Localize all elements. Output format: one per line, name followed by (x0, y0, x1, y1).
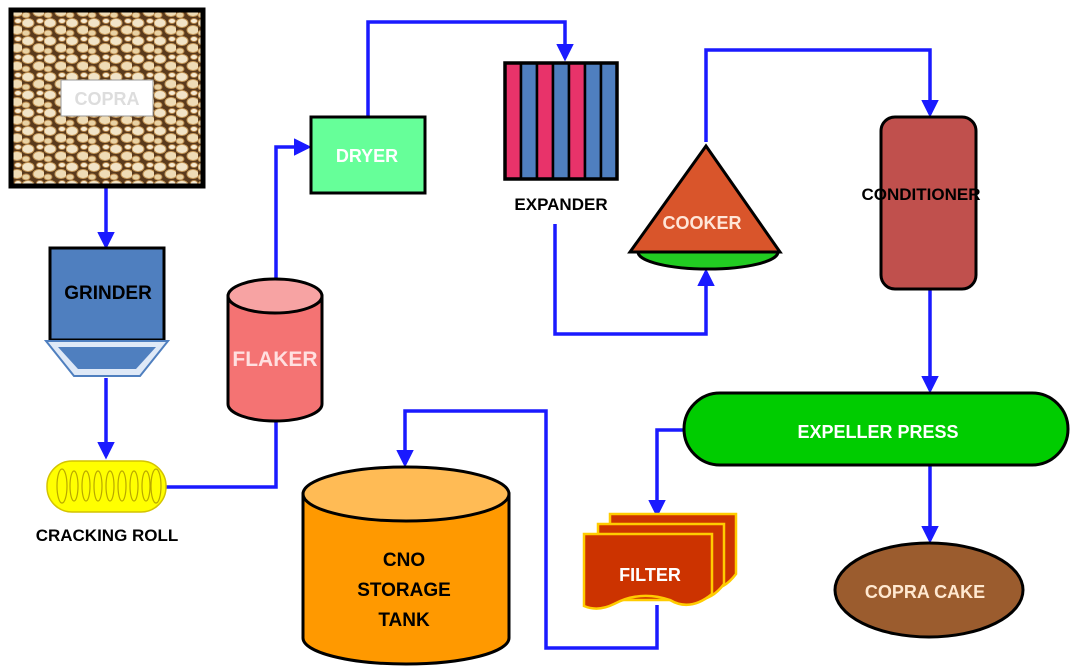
arrow-dryer-to-expander (366, 20, 574, 118)
arrow-filter-to-tank (396, 409, 659, 650)
conditioner-node: CONDITIONER (862, 115, 981, 291)
dryer-label: DRYER (336, 146, 398, 166)
storage-tank-label-line1: CNO (383, 550, 425, 571)
storage-tank-node: CNO STORAGE TANK (301, 465, 511, 666)
expander-label: EXPANDER (514, 195, 607, 214)
expeller-press-label: EXPELLER PRESS (797, 422, 958, 442)
arrow-flaker-to-dryer (274, 138, 312, 280)
expeller-press-shape (682, 391, 1070, 467)
filter-node: FILTER (582, 512, 738, 610)
copra-label-box (60, 79, 154, 117)
arrow-cooker-to-conditioner (704, 48, 939, 142)
arrow-expander-to-cooker (553, 224, 715, 336)
copra-node: COPRA (8, 7, 206, 189)
flaker-label: FLAKER (232, 348, 317, 371)
filter-label: FILTER (619, 565, 681, 585)
grinder-body (48, 246, 166, 342)
dryer-node: DRYER (309, 115, 427, 195)
copra-cake-shape (833, 541, 1025, 639)
flaker-node: FLAKER (226, 277, 324, 423)
grinder-node: GRINDER (43, 246, 171, 377)
conditioner-label: CONDITIONER (862, 185, 981, 204)
copra-cake-label: COPRA CAKE (865, 582, 985, 602)
storage-tank-label-line3: TANK (378, 610, 430, 631)
cooker-node: COOKER (627, 143, 783, 271)
cracking-roll-node: CRACKING ROLL (36, 460, 179, 545)
cracking-roll-ridges (56, 468, 162, 504)
filter-shape (582, 532, 714, 610)
conditioner-shape (879, 115, 978, 291)
arrow-cracking-roll-to-flaker (165, 420, 278, 489)
flaker-top (226, 277, 324, 315)
connectors (97, 20, 939, 650)
cooker-base (636, 250, 780, 271)
storage-tank-top (301, 465, 511, 523)
cooker-label: COOKER (662, 213, 741, 233)
arrow-expeller-to-filter (648, 428, 686, 518)
expander-shape (503, 61, 619, 181)
dryer-shape (309, 115, 427, 195)
cracking-roll-label: CRACKING ROLL (36, 526, 179, 545)
expeller-press-node: EXPELLER PRESS (682, 391, 1070, 467)
expander-node: EXPANDER (503, 61, 619, 214)
copra-cake-node: COPRA CAKE (833, 541, 1025, 639)
storage-tank-body (301, 492, 511, 666)
copra-label: COPRA (74, 89, 139, 109)
flaker-body (226, 294, 324, 423)
storage-tank-label-line2: STORAGE (357, 580, 451, 601)
cooker-cone (627, 143, 783, 254)
grinder-label: GRINDER (64, 283, 152, 304)
